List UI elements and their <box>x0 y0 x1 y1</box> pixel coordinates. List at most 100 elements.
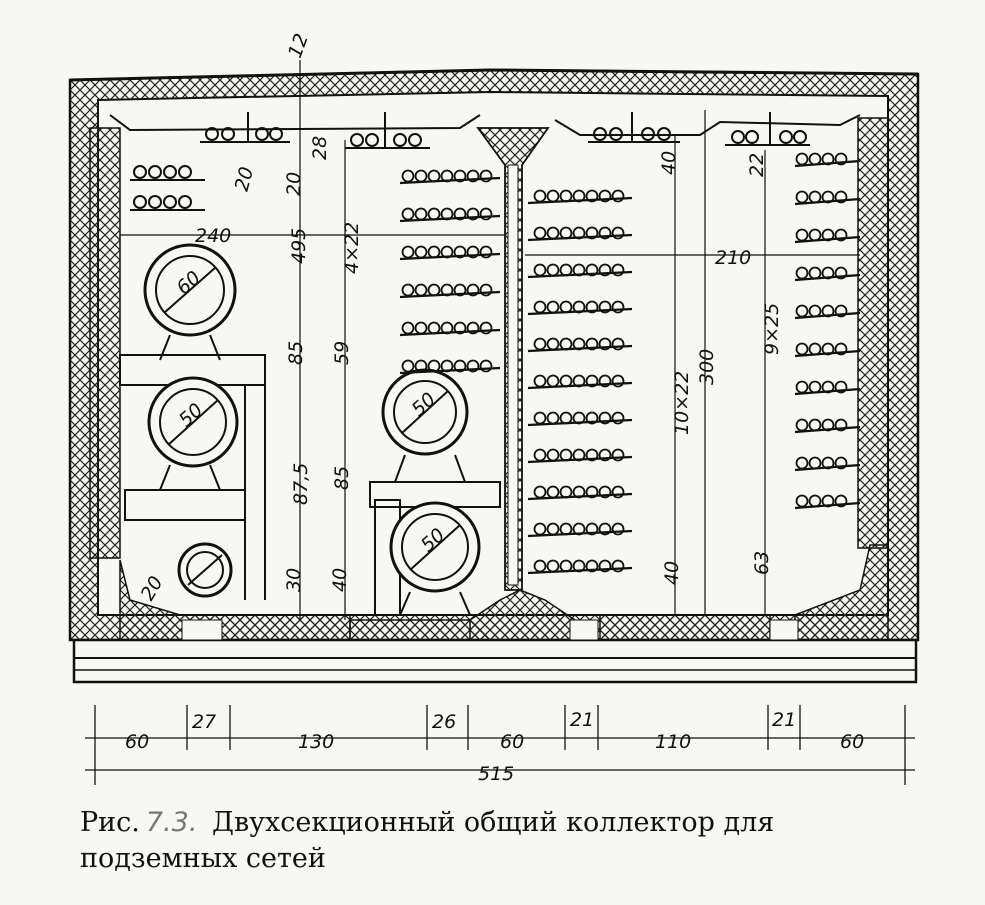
cable <box>559 337 573 351</box>
cable <box>427 359 441 373</box>
cable <box>414 359 428 373</box>
cable <box>401 245 415 259</box>
cable <box>834 228 848 242</box>
cable <box>427 169 441 183</box>
cable <box>479 321 493 335</box>
figure-caption: Рис.7.3. Двухсекционный общий коллектор … <box>80 805 940 877</box>
cable <box>834 304 848 318</box>
dim-495: 495 <box>288 228 310 264</box>
cable <box>598 559 612 573</box>
pipe-4: 50 <box>389 501 481 593</box>
cable <box>795 456 809 470</box>
figure-number: 7.3. <box>145 807 198 838</box>
cable <box>795 190 809 204</box>
pipe-2: 50 <box>147 376 239 468</box>
cable <box>533 411 547 425</box>
dimension-lines <box>120 60 860 620</box>
cable <box>611 263 625 277</box>
cable <box>585 559 599 573</box>
cable <box>533 337 547 351</box>
cable <box>585 300 599 314</box>
cable-shelf <box>794 235 861 244</box>
cable-shelf <box>794 349 861 358</box>
dim-20b: 20 <box>283 172 305 196</box>
cable <box>572 485 586 499</box>
dim-40c: 40 <box>661 561 683 585</box>
cable <box>479 283 493 297</box>
cable <box>611 226 625 240</box>
cable <box>533 522 547 536</box>
cable <box>546 226 560 240</box>
cable <box>598 374 612 388</box>
cable <box>427 283 441 297</box>
cable <box>808 152 822 166</box>
cable <box>834 266 848 280</box>
dim-12: 12 <box>284 31 313 61</box>
cable <box>572 448 586 462</box>
left-cable-shelves <box>130 165 205 211</box>
cable <box>453 169 467 183</box>
cable <box>572 559 586 573</box>
cable-shelf <box>794 425 861 434</box>
cable <box>821 304 835 318</box>
dim-210: 210 <box>715 247 751 269</box>
dim-515: 515 <box>478 763 514 785</box>
cable-shelf <box>794 311 861 320</box>
cable <box>808 190 822 204</box>
dim-875: 87,5 <box>290 463 312 505</box>
cable <box>834 342 848 356</box>
dim-4x22: 4×22 <box>341 222 363 274</box>
cable <box>546 374 560 388</box>
cable <box>453 359 467 373</box>
cable <box>427 321 441 335</box>
dim-60c: 60 <box>840 731 864 753</box>
cable <box>546 263 560 277</box>
cable <box>585 374 599 388</box>
cable <box>466 321 480 335</box>
cable <box>440 207 454 221</box>
bottom-dimension-labels: 60 27 130 26 60 21 110 21 60 515 <box>125 709 864 785</box>
dim-10x22: 10×22 <box>671 371 693 435</box>
cable <box>572 337 586 351</box>
cable <box>546 337 560 351</box>
cable <box>466 359 480 373</box>
cable <box>546 485 560 499</box>
dim-21b: 21 <box>772 709 796 731</box>
cable <box>453 321 467 335</box>
cable <box>834 380 848 394</box>
cable <box>401 169 415 183</box>
cable <box>546 448 560 462</box>
cable <box>611 337 625 351</box>
cable <box>559 189 573 203</box>
cable <box>834 152 848 166</box>
cable <box>598 226 612 240</box>
cable <box>546 559 560 573</box>
cable-shelves <box>399 152 861 575</box>
cable <box>572 189 586 203</box>
cable <box>546 189 560 203</box>
dim-28: 28 <box>309 136 331 160</box>
dim-27: 27 <box>192 711 216 733</box>
cable <box>414 207 428 221</box>
cable <box>808 342 822 356</box>
cable <box>479 245 493 259</box>
cable <box>401 283 415 297</box>
cable <box>585 189 599 203</box>
cable <box>611 189 625 203</box>
cable <box>440 283 454 297</box>
cable <box>414 321 428 335</box>
cable <box>585 411 599 425</box>
cable <box>808 228 822 242</box>
dim-300: 300 <box>696 349 718 385</box>
cable <box>821 418 835 432</box>
cable <box>795 228 809 242</box>
cable <box>533 485 547 499</box>
cable <box>795 304 809 318</box>
dim-60a: 60 <box>125 731 149 753</box>
cable <box>821 152 835 166</box>
cable-shelf <box>794 463 861 472</box>
dim-9x25: 9×25 <box>761 303 783 355</box>
cable <box>821 456 835 470</box>
cable <box>559 374 573 388</box>
cable <box>585 226 599 240</box>
